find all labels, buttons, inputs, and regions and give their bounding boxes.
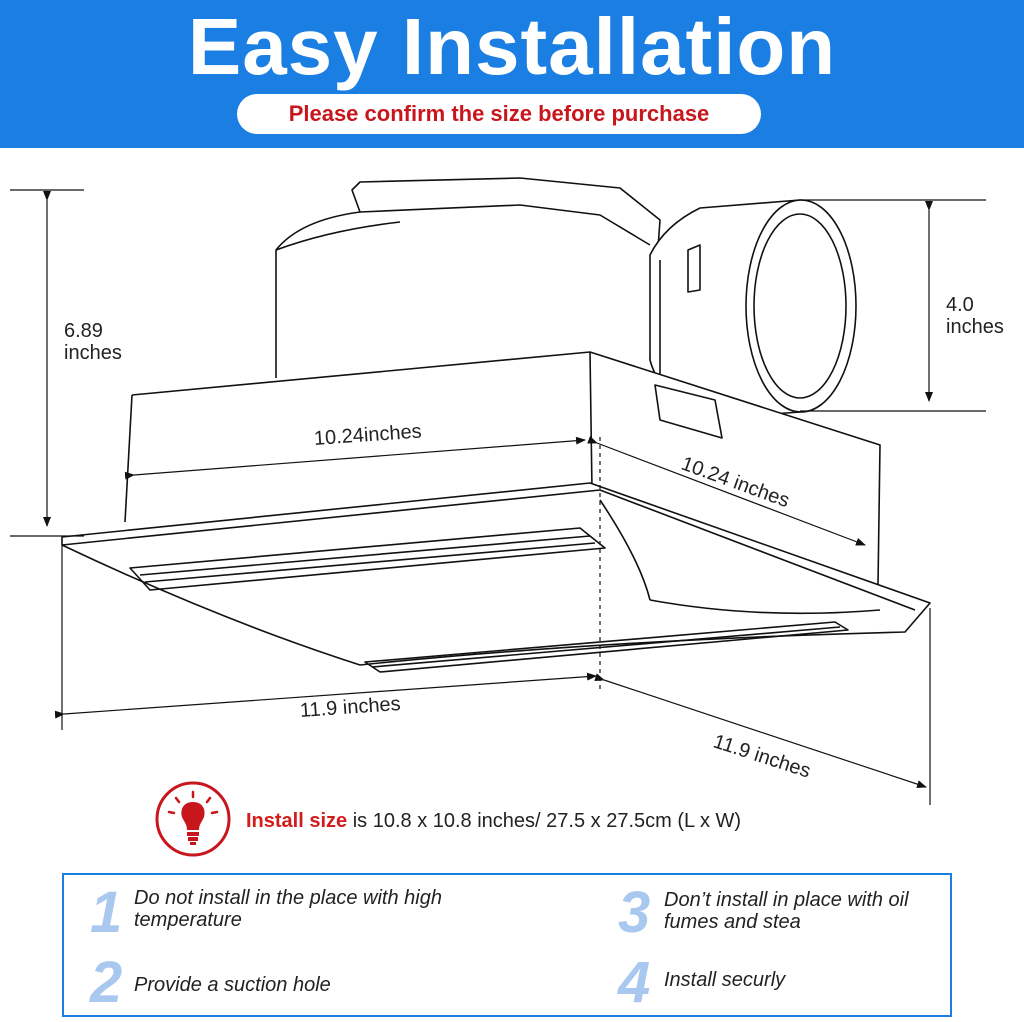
notices-box: 1 Do not install in the place with high … [62,873,952,1017]
subtitle-text: Please confirm the size before purchase [288,101,710,126]
install-size-row: Install size is 10.8 x 10.8 inches/ 27.5… [150,780,910,860]
housing-length-dim-line [124,436,586,480]
height-dimension-label: 6.89 inches [64,320,122,364]
notice-text-4: Install securly [664,969,786,991]
notice-number-1: 1 [90,880,123,945]
notice-number-2: 2 [90,950,123,1015]
notice-number-4: 4 [618,950,651,1015]
height-value: 6.89 [64,320,103,342]
dimension-lines [10,189,986,805]
duct-value: 4.0 [946,294,974,316]
height-unit: inches [64,342,122,364]
notice-text-1: Do not install in the place with high te… [134,887,442,931]
grille-width-dim-line [594,673,927,788]
lightbulb-icon [155,781,231,857]
duct-collar [649,199,857,419]
notice-text-2: Provide a suction hole [134,974,331,996]
housing-width-dim-line [587,436,866,546]
notice-number-3: 3 [618,880,651,945]
subtitle-pill: Please confirm the size before purchase [237,94,761,134]
motor-housing [275,177,661,378]
duct-dimension-label: 4.0 inches [946,294,1004,338]
install-size-text: Install size is 10.8 x 10.8 inches/ 27.5… [246,810,741,833]
install-size-value: is 10.8 x 10.8 inches/ 27.5 x 27.5cm (L … [347,810,742,832]
duct-unit: inches [946,316,1004,338]
notice-text-3: Don’t install in place with oil fumes an… [664,889,909,933]
header-banner: Easy Installation Please confirm the siz… [0,0,1024,148]
page-title: Easy Installation [187,2,837,91]
grille-length-dim-line [54,672,597,719]
install-size-label: Install size [246,810,348,832]
